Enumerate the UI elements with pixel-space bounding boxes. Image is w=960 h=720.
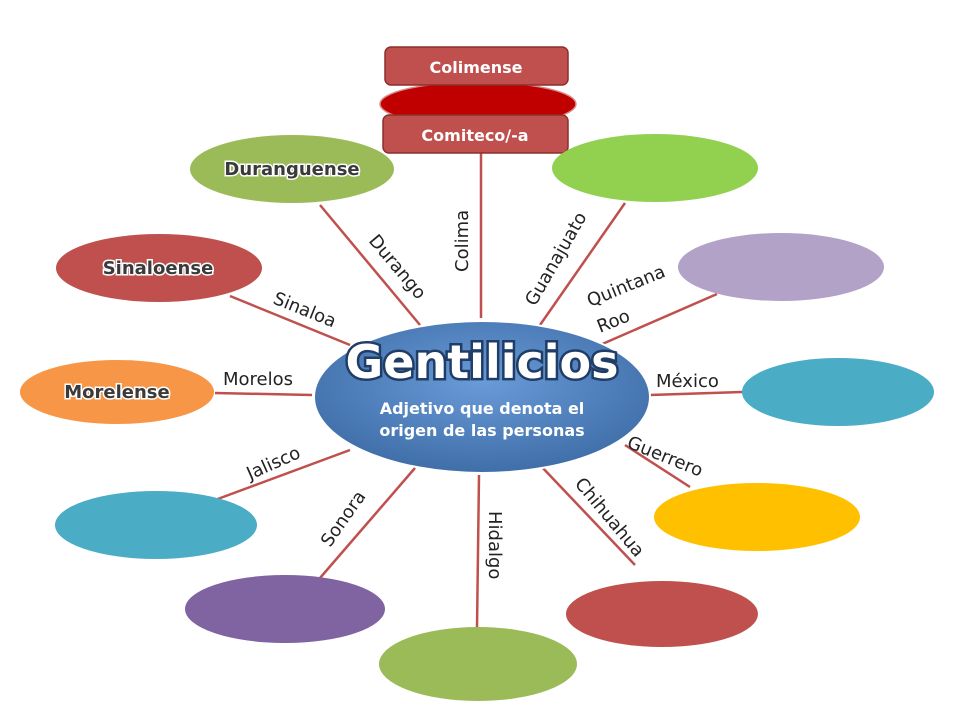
sinaloa-node[interactable] — [56, 234, 262, 302]
morelense-label: Morelense — [64, 382, 169, 403]
comiteco-tag-label: Comiteco/-a — [421, 126, 528, 145]
center-subtitle-line2: origen de las personas — [379, 421, 584, 440]
center-node[interactable]: Gentilicios Adjetivo que denota el orige… — [313, 320, 651, 474]
jalisco-node[interactable] — [55, 491, 257, 559]
state-label-morelos: Morelos — [223, 369, 293, 390]
sonora-node[interactable] — [185, 575, 385, 643]
connector-sinaloa — [229, 294, 351, 347]
connector-sonora — [319, 467, 416, 579]
connector-quintana-roo — [599, 292, 718, 347]
center-ellipse[interactable] — [313, 320, 651, 474]
connector-hidalgo — [475, 474, 481, 629]
connector-morelos — [214, 391, 313, 397]
colimense-tag-label: Colimense — [430, 58, 523, 77]
guerrero-node[interactable] — [654, 483, 860, 551]
state-label-chihuahua: Chihuahua — [570, 474, 648, 562]
duranguense-label: Duranguense — [224, 159, 359, 180]
durango-node[interactable] — [190, 135, 394, 203]
colima-node-group: Colimense Comiteco/-a — [379, 46, 577, 154]
state-label-guanajuato: Guanajuato — [521, 209, 591, 310]
connector-guanajuato — [538, 202, 627, 326]
quintana-roo-node[interactable] — [678, 233, 884, 301]
state-label-hidalgo: Hidalgo — [484, 511, 505, 579]
mexico-node[interactable] — [742, 358, 934, 426]
state-label-mexico: México — [656, 371, 719, 392]
state-label-durango: Durango — [364, 231, 430, 304]
comiteco-tag[interactable] — [382, 114, 569, 154]
colimense-tag[interactable] — [384, 46, 569, 86]
state-label-colima: Colima — [452, 210, 473, 272]
sinaloense-label: Sinaloense — [103, 258, 214, 279]
state-label-sonora: Sonora — [317, 487, 371, 551]
outer-nodes: Morelense Sinaloense Duranguense — [20, 134, 934, 701]
connector-jalisco — [214, 448, 351, 502]
connector-durango — [319, 204, 421, 326]
chihuahua-node[interactable] — [566, 581, 758, 647]
center-subtitle-line1: Adjetivo que denota el — [380, 399, 585, 418]
connector-lines — [214, 150, 743, 629]
center-title: Gentilicios — [345, 335, 618, 389]
morelos-node[interactable] — [20, 360, 214, 424]
hidalgo-node[interactable] — [379, 627, 577, 701]
connector-mexico — [649, 390, 743, 397]
state-label-guerrero: Guerrero — [624, 432, 706, 481]
connector-chihuahua — [539, 464, 636, 566]
state-label-quintana-line1: Quintana — [584, 261, 668, 311]
connector-guerrero — [624, 443, 691, 489]
guanajuato-node[interactable] — [552, 134, 758, 202]
